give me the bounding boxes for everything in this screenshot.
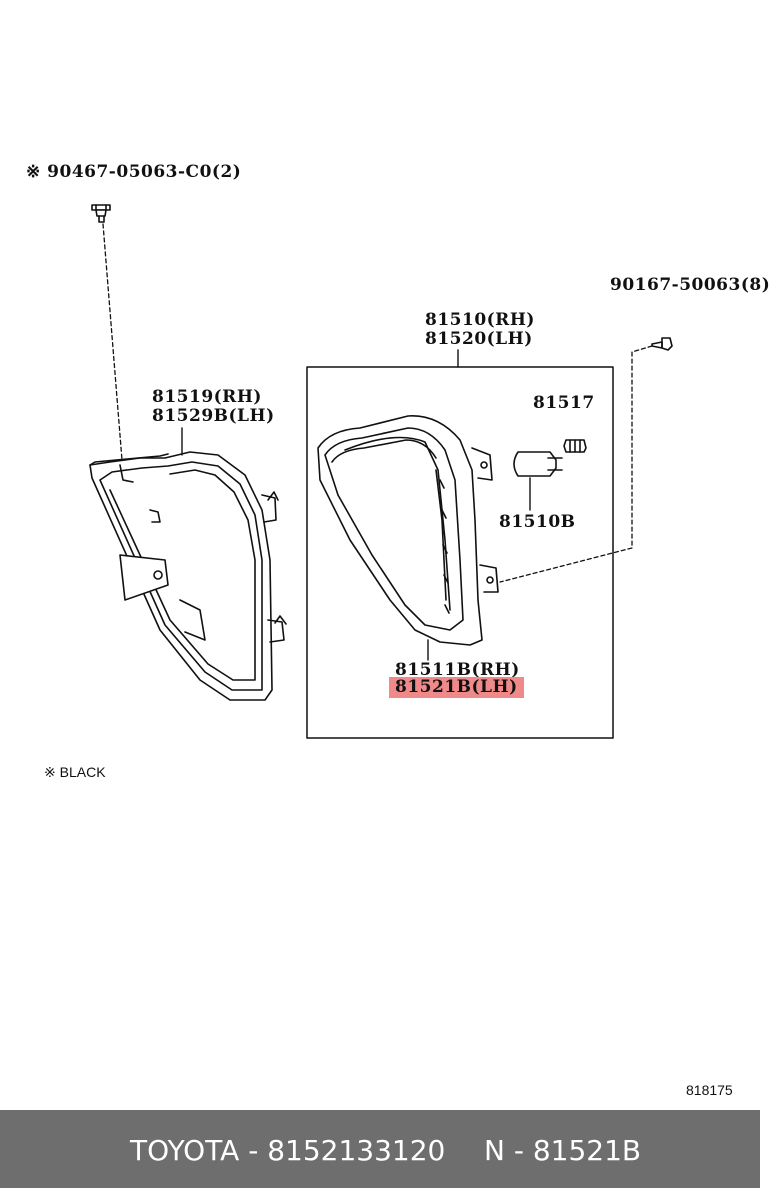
lens-rh-label[interactable]: 81511B(RH) (395, 660, 520, 680)
bracket-drawing (89, 451, 287, 701)
bulb-icon (513, 451, 563, 477)
assembly-frame (306, 366, 614, 739)
screw-icon (651, 337, 673, 351)
screw-guide-line (499, 345, 653, 583)
footer-ref-number: N - 81521B (484, 1134, 642, 1167)
bracket-lh-label[interactable]: 81529B(LH) (152, 406, 275, 426)
footer-part-number: TOYOTA - 8152133120 (130, 1134, 446, 1167)
parts-diagram (89, 204, 673, 739)
bolt-guide-line (102, 223, 123, 461)
bulb-label[interactable]: 81517 (533, 393, 595, 413)
screw-part-label[interactable]: 90167-50063(8) (610, 275, 770, 295)
footer-bar: TOYOTA - 8152133120 N - 81521B (0, 1110, 760, 1188)
bracket-rh-label[interactable]: 81519(RH) (152, 387, 262, 407)
assembly-rh-label[interactable]: 81510(RH) (425, 310, 535, 330)
note-black: ※ BLACK (44, 764, 106, 780)
grommet-icon (563, 439, 587, 453)
bolt-part-label[interactable]: ※ 90467-05063-C0(2) (26, 162, 242, 182)
assembly-lh-label[interactable]: 81520(LH) (425, 329, 533, 349)
lens-lh-label-highlighted[interactable]: 81521B(LH) (389, 677, 524, 698)
figure-number: 818175 (686, 1082, 733, 1098)
socket-label[interactable]: 81510B (499, 512, 576, 532)
lamp-housing-drawing (317, 415, 499, 646)
bolt-icon (91, 204, 111, 223)
